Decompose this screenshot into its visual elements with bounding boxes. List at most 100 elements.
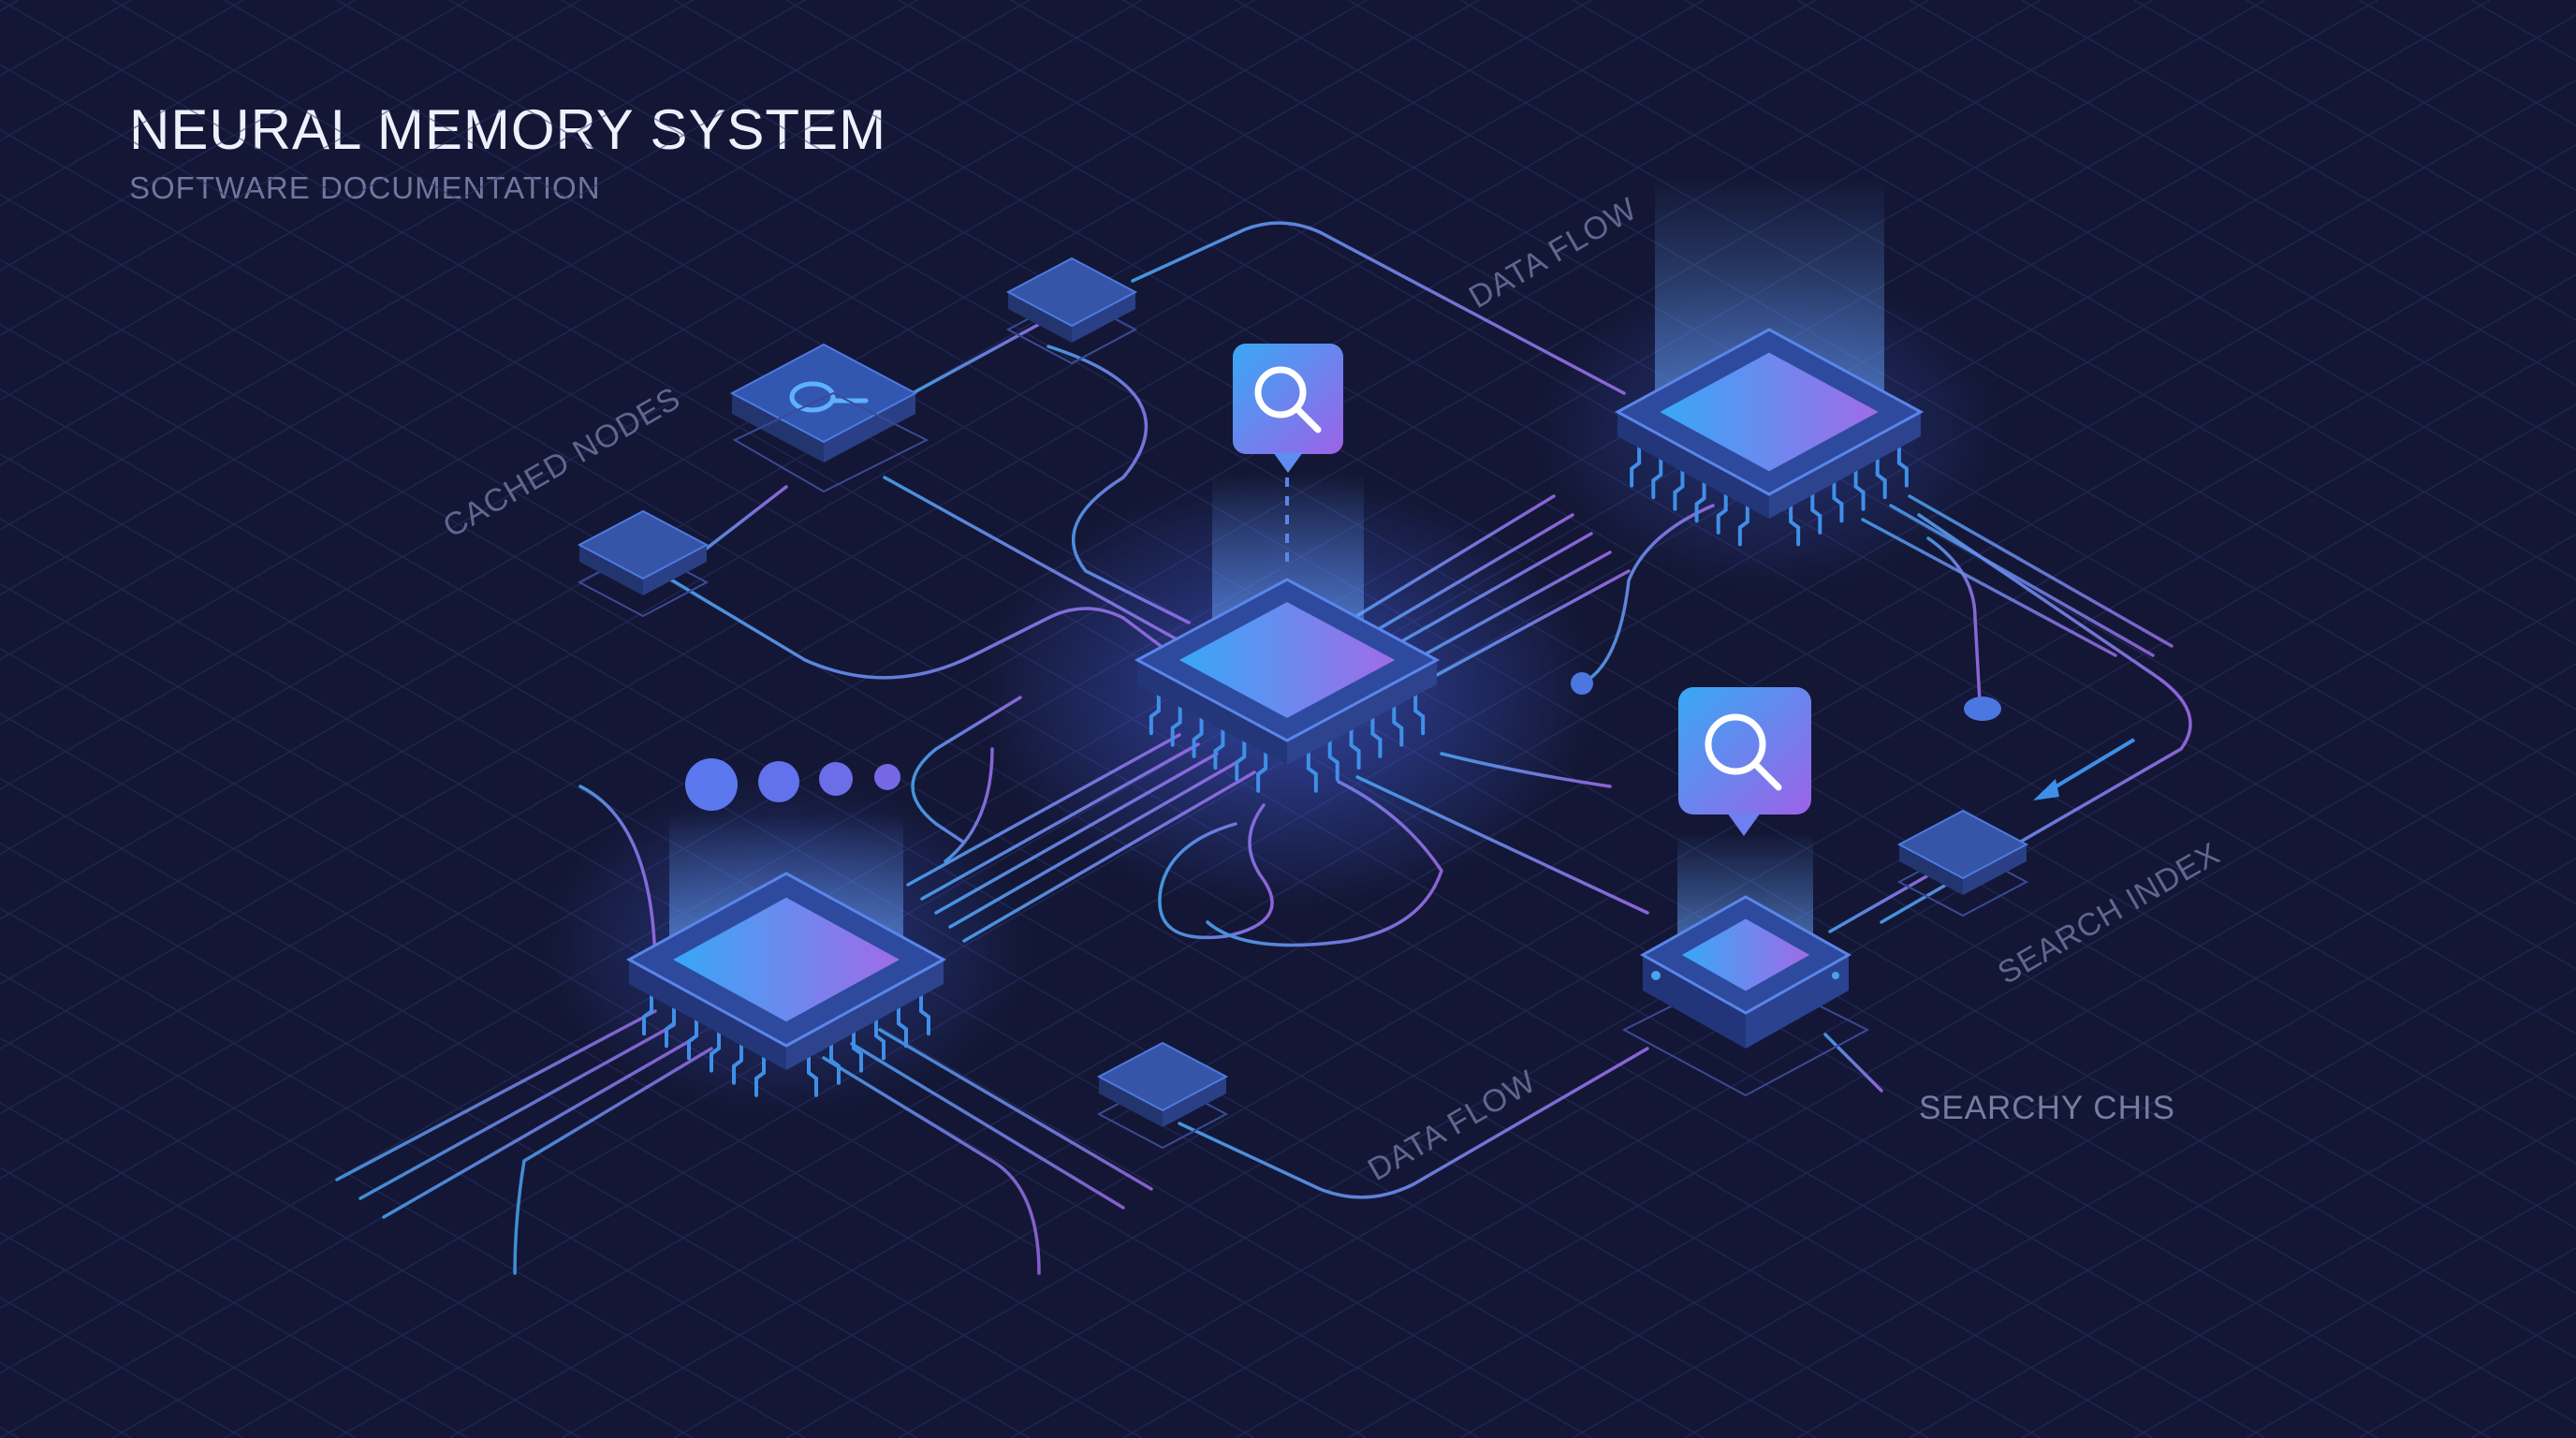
grid-line (0, 1036, 694, 1438)
chip-core (1660, 352, 1879, 472)
grid-line (2470, 0, 2576, 62)
arrow-icon (2033, 738, 2136, 800)
grid-line (0, 0, 1143, 661)
small-blocks (577, 257, 2029, 1150)
connector-line (578, 785, 657, 976)
grid-line (0, 1231, 357, 1438)
small-block (1005, 257, 1138, 343)
connector-line (1355, 775, 1649, 915)
chip-side (1617, 412, 1769, 519)
grid-line (0, 1361, 132, 1438)
grid-line (1347, 727, 2576, 1438)
connector-line (1580, 504, 1715, 685)
grid-line (1796, 0, 2576, 451)
grid-line (2246, 0, 2576, 192)
processor-chips (625, 328, 1925, 1097)
connector-line (911, 696, 1022, 844)
chip-side (1287, 660, 1437, 765)
circuit-connections (578, 221, 2192, 1199)
small-block (1896, 809, 2029, 895)
small-block (577, 509, 710, 595)
grid-line (1235, 0, 2576, 775)
chip-side (786, 960, 944, 1070)
grid-line (1459, 792, 2576, 1438)
connector-line (1206, 780, 1443, 947)
status-led (1651, 971, 1661, 980)
chip-core (1681, 918, 1810, 991)
grid-line (0, 712, 1255, 1438)
connector-line (944, 747, 994, 863)
connector-line (1823, 1033, 1883, 1093)
search-index-chip (1621, 895, 1870, 1097)
connector-line (1131, 221, 1626, 395)
right-chip (1614, 328, 1925, 547)
search-icon (1254, 366, 1322, 433)
chip-side (1746, 955, 1849, 1049)
search-node-block (729, 343, 918, 462)
search-bubble-body (1678, 687, 1811, 814)
block-side (1072, 292, 1135, 343)
grid-line (1909, 1051, 2576, 1438)
grid-line (0, 258, 2042, 1438)
grid-line (1909, 0, 2576, 387)
grid-line (0, 0, 581, 336)
connector-line (1828, 873, 1930, 933)
grid-line (0, 453, 1705, 1438)
loading-dots-icon (685, 758, 900, 811)
grid-line (0, 0, 918, 531)
central-chip (1134, 578, 1441, 793)
chip-side (1769, 412, 1921, 519)
grid-line (0, 972, 806, 1438)
chip-pins (1149, 692, 1426, 793)
label-search-index: SEARCH INDEX (1992, 835, 2226, 990)
block-side (1163, 1077, 1226, 1127)
grid-line (673, 0, 2576, 1100)
grid-line (1572, 858, 2576, 1438)
terminal-dot (1964, 697, 2001, 721)
page-title: NEURAL MEMORY SYSTEM (129, 98, 887, 161)
grid-line (0, 194, 2154, 1438)
grid-line (0, 582, 1480, 1438)
grid-line (2133, 0, 2576, 257)
grid-line (2358, 0, 2576, 126)
grid-line (1684, 922, 2576, 1438)
block-side (1099, 1077, 1163, 1127)
grid-line (0, 648, 1368, 1438)
connector-line (1178, 1047, 1649, 1199)
label-searchy-chis: SEARCHY CHIS (1919, 1090, 2175, 1126)
grid-line (2021, 0, 2576, 321)
chip-side (1137, 660, 1287, 765)
search-bubble-tail (1727, 813, 1761, 836)
chip-core (673, 897, 900, 1022)
block-shadow (732, 391, 929, 493)
left-chip (625, 872, 947, 1097)
grid-line (1122, 0, 2576, 841)
block-side (643, 545, 707, 595)
connector-line (883, 476, 1191, 648)
grid-line (0, 388, 1817, 1438)
grid-line (785, 0, 2576, 1034)
chip-side (1643, 955, 1746, 1049)
terminal-dot (1571, 672, 1593, 695)
grid-line (0, 0, 357, 207)
block-side (1008, 292, 1072, 343)
search-icon (1705, 713, 1782, 791)
chip-core (1178, 602, 1396, 718)
grid-line (2133, 1181, 2576, 1438)
chip-side (629, 960, 786, 1070)
block-side (1963, 844, 2027, 895)
page-subtitle: SOFTWARE DOCUMENTATION (129, 170, 601, 205)
grid-line (2021, 1117, 2576, 1438)
block-side (1899, 844, 1963, 895)
grid-line (0, 0, 694, 402)
chip-pins (1630, 444, 1909, 547)
block-top (1896, 809, 2029, 880)
block-top (729, 343, 918, 444)
connector-line (1158, 803, 1274, 940)
grid-line (1796, 987, 2576, 1438)
grid-line (0, 323, 1929, 1438)
chip-pins (642, 992, 930, 1097)
search-bubble (1678, 687, 1811, 836)
